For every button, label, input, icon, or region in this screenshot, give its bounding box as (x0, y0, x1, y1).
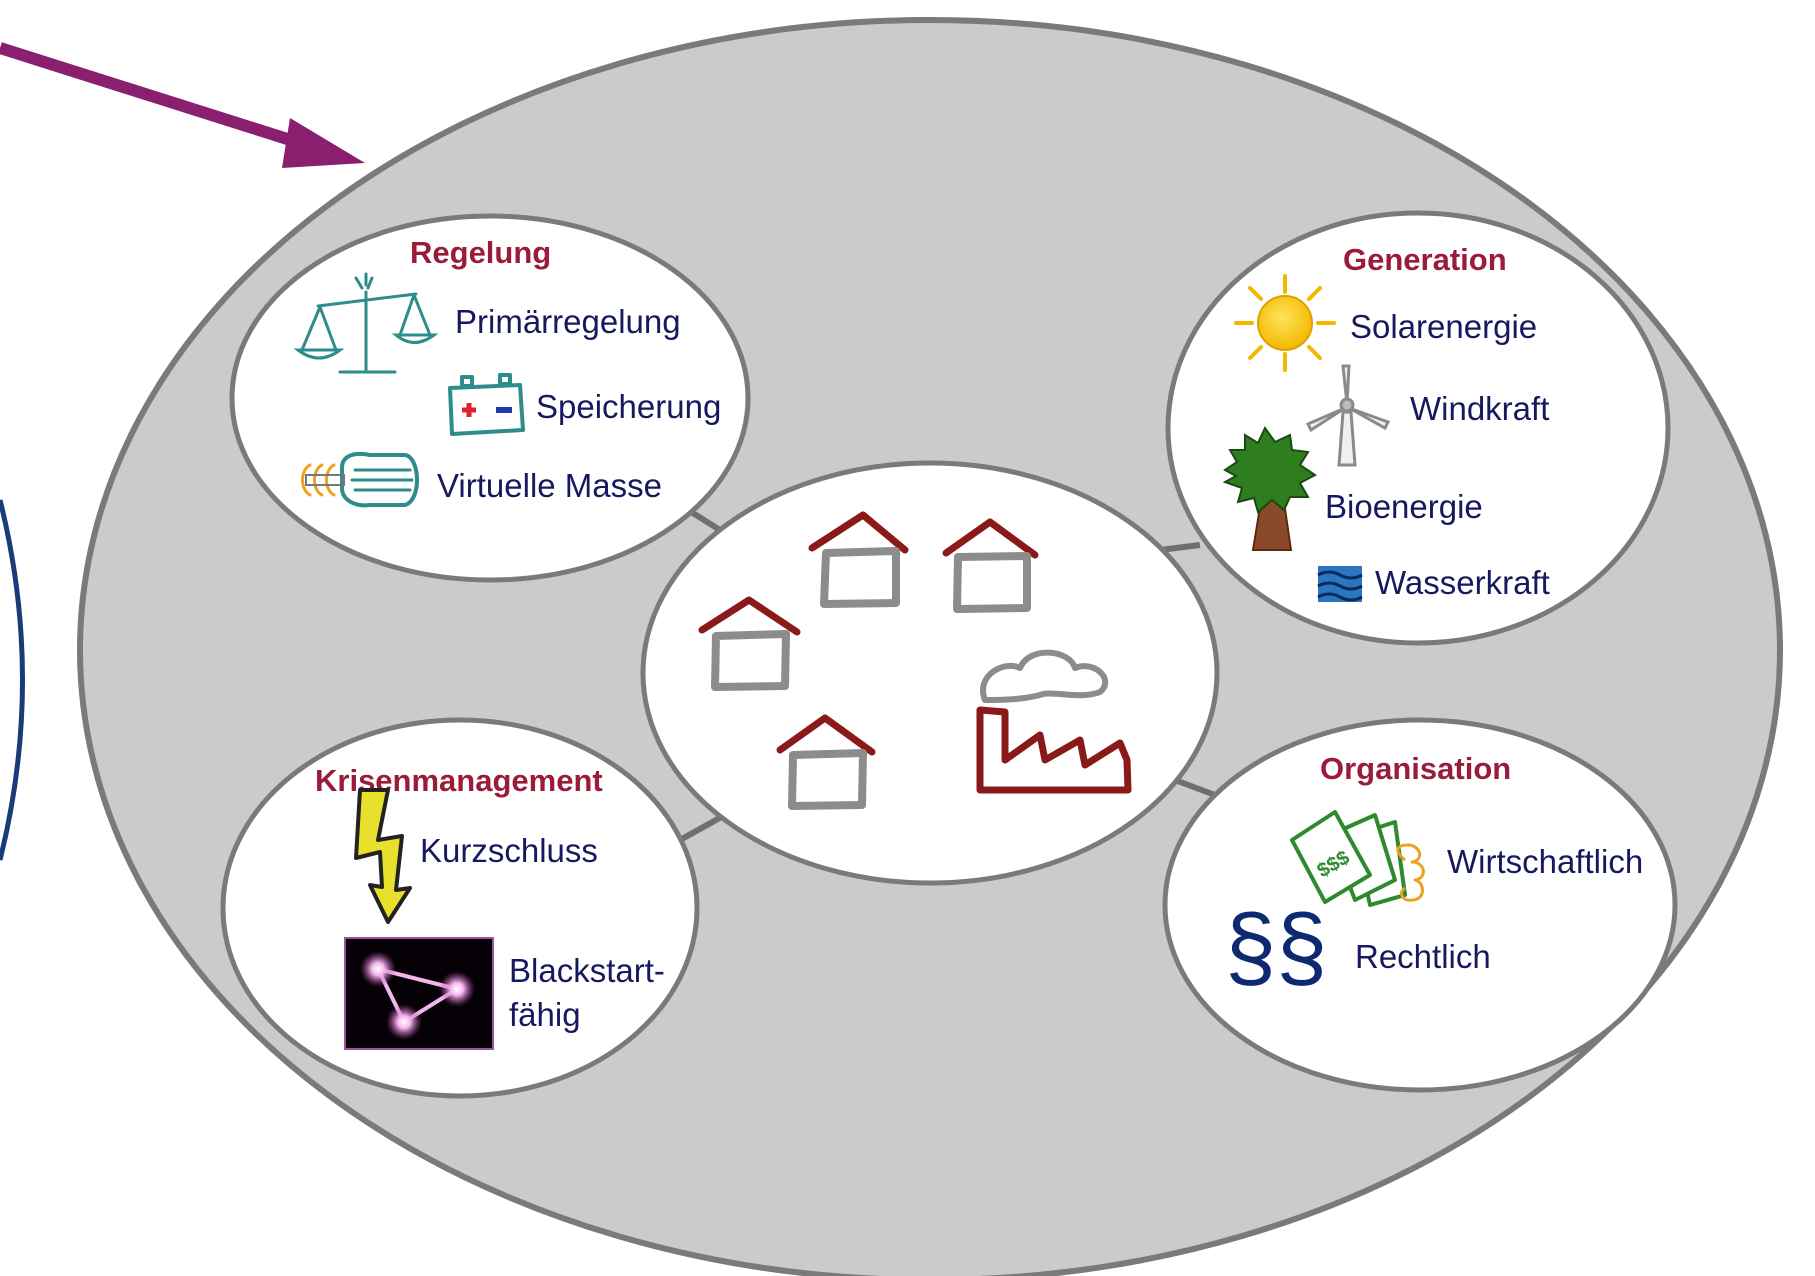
krisenmanagement-ellipse (220, 717, 700, 1099)
regelung-group: Regelung Primärregelung Speicherung (229, 213, 751, 583)
house-icon (808, 511, 909, 608)
generation-title: Generation (1343, 242, 1507, 277)
organisation-ellipse (1162, 717, 1678, 1093)
regelung-title: Regelung (410, 235, 551, 270)
battery-icon (448, 373, 525, 436)
generation-item-windkraft: Windkraft (1410, 390, 1549, 427)
regelung-item-primaerregelung: Primärregelung (455, 303, 681, 340)
organisation-item-rechtlich: Rechtlich (1355, 938, 1491, 975)
connectors (678, 502, 1217, 843)
house-icon (776, 714, 876, 810)
tree-icon (1222, 426, 1317, 551)
flywheel-icon (301, 451, 419, 508)
balance-scale-icon (293, 272, 439, 374)
krisenmanagement-item-blackstart: Blackstart- (509, 952, 665, 989)
water-waves-icon (1317, 566, 1363, 602)
paragraph-icon: §§ (1225, 896, 1327, 998)
lightning-bolt-icon (354, 788, 412, 924)
wind-turbine-icon (1305, 364, 1391, 467)
krisenmanagement-item-faehig: fähig (509, 996, 581, 1033)
neighbor-ring-edge (0, 499, 25, 861)
generation-group: Generation Solarenergie Windkraft (1165, 210, 1671, 646)
regelung-item-speicherung: Speicherung (536, 388, 721, 425)
center-ellipse (640, 460, 1220, 886)
krisenmanagement-group: Krisenmanagement Kurzschluss Blackstart-… (220, 717, 700, 1099)
incoming-arrow (0, 42, 365, 168)
house-icon (942, 518, 1039, 613)
organisation-group: Organisation $$$ Wirtschaftlich §§ Recht… (1162, 717, 1678, 1093)
organisation-item-wirtschaftlich: Wirtschaftlich (1447, 843, 1643, 880)
generation-item-bioenergie: Bioenergie (1325, 488, 1483, 525)
regelung-item-virtuelle-masse: Virtuelle Masse (437, 467, 662, 504)
organisation-title: Organisation (1320, 751, 1511, 786)
money-icon: $$$ (1290, 810, 1425, 907)
factory-icon (976, 649, 1132, 794)
generation-item-solarenergie: Solarenergie (1350, 308, 1537, 345)
krisenmanagement-item-kurzschluss: Kurzschluss (420, 832, 598, 869)
house-icon (698, 596, 801, 691)
generation-item-wasserkraft: Wasserkraft (1375, 564, 1550, 601)
network-glow-icon (344, 937, 494, 1050)
sun-icon (1234, 274, 1336, 372)
